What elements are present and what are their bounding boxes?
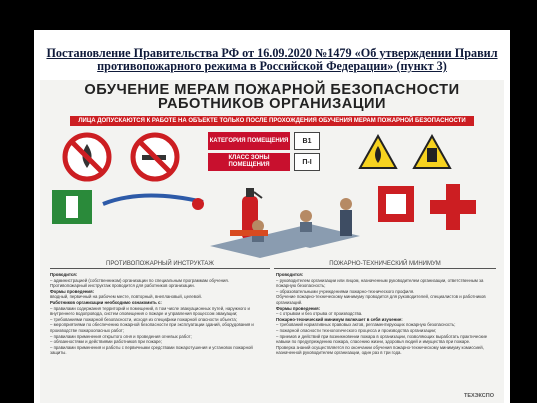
poster-text-line: – приемов и действий при возникновении п… — [276, 333, 488, 345]
slide-caption: Постановление Правительства РФ от 16.09.… — [34, 47, 510, 73]
caption-line-1: Постановление Правительства РФ от 16.09.… — [46, 46, 498, 60]
poster-text-line: – требованиями пожарной безопасности, ис… — [50, 316, 237, 322]
poster-text-line: – мероприятиями по обеспечению пожарной … — [50, 322, 254, 333]
poster-text-line: – с отрывом и без отрыва от производства… — [276, 311, 363, 317]
fire-hose-icon — [102, 193, 204, 210]
poster-text-line: – пожарной опасности технологического пр… — [276, 327, 437, 333]
admission-banner: ЛИЦА ДОПУСКАЮТСЯ К РАБОТЕ НА ОБЪЕКТЕ ТОЛ… — [70, 116, 474, 126]
instruction-text-column: Проводится:– администрацией (собственник… — [50, 272, 268, 394]
category-label: КАТЕГОРИЯ ПОМЕЩЕНИЯ — [208, 132, 290, 150]
training-classroom-illustration — [210, 198, 360, 258]
fire-alarm-button-icon — [378, 186, 414, 222]
poster-text-line: Проводится: — [50, 272, 78, 277]
poster-text-line: – требований нормативных правовых актов,… — [276, 322, 456, 328]
poster-text-line: – обязанностями и действиями работников … — [50, 339, 163, 345]
poster-text-line: Проводится: — [276, 272, 304, 277]
poster-text-line: Противопожарный инструктаж проводится дл… — [50, 283, 195, 289]
room-category-panel: КАТЕГОРИЯ ПОМЕЩЕНИЯ В1 КЛАСС ЗОНЫ ПОМЕЩЕ… — [208, 132, 333, 176]
poster-text-line: – правилами применения и работы с первич… — [50, 344, 253, 356]
poster-text-line: – правилами применения открытого огня и … — [50, 333, 192, 339]
zone-label: КЛАСС ЗОНЫ ПОМЕЩЕНИЯ — [208, 153, 290, 171]
first-aid-cross-icon — [430, 184, 476, 230]
poster-image: ОБУЧЕНИЕ МЕРАМ ПОЖАРНОЙ БЕЗОПАСНОСТИ РАБ… — [40, 80, 504, 403]
minimum-text-column: Проводится:– руководителем организации и… — [276, 272, 494, 394]
no-smoking-sign — [130, 132, 180, 182]
poster-text-line: – правилами содержания территорий и поме… — [50, 305, 250, 317]
poster-text-line: Обучение пожарно-техническому минимуму п… — [276, 294, 486, 305]
poster-text-line: Работников организации необходимо ознако… — [50, 299, 162, 305]
poster-text-line: Пожарно-технический минимум включает в с… — [276, 316, 403, 322]
poster-text-line: – образовательными учреждениями пожарно-… — [276, 288, 415, 294]
zone-value: П-I — [294, 153, 320, 171]
left-section-heading: ПРОТИВОПОЖАРНЫЙ ИНСТРУКТАЖ — [50, 260, 270, 269]
poster-title-line-1: ОБУЧЕНИЕ МЕРАМ ПОЖАРНОЙ БЕЗОПАСНОСТИ — [84, 82, 460, 98]
emergency-pictogram-icon — [52, 190, 92, 224]
caption-line-2: противопожарного режима в Российской Фед… — [97, 59, 447, 73]
poster-text-line: – администрацией (собственником) организ… — [50, 277, 229, 283]
no-open-flame-sign — [62, 132, 112, 182]
poster-text-line: – руководителем организации или лицом, н… — [276, 277, 484, 289]
poster-text-line: вводный, первичный на рабочем месте, пов… — [50, 294, 202, 300]
poster-title-line-2: РАБОТНИКОВ ОРГАНИЗАЦИИ — [158, 96, 386, 112]
slide: Постановление Правительства РФ от 16.09.… — [34, 30, 510, 403]
poster-text-line: Проверка знаний осуществляется по оконча… — [276, 344, 484, 356]
brand-logo: ТЕХЭКСПО — [464, 393, 494, 399]
category-value: В1 — [294, 132, 320, 150]
poster-text-line: Формы проведения: — [276, 305, 321, 311]
poster-text-line: Формы проведения: — [50, 288, 95, 294]
right-section-heading: ПОЖАРНО-ТЕХНИЧЕСКИЙ МИНИМУМ — [274, 260, 496, 269]
flammable-warning-icon — [358, 134, 398, 169]
poster-title: ОБУЧЕНИЕ МЕРАМ ПОЖАРНОЙ БЕЗОПАСНОСТИ РАБ… — [40, 82, 504, 112]
chemical-hazard-icon — [412, 134, 452, 169]
